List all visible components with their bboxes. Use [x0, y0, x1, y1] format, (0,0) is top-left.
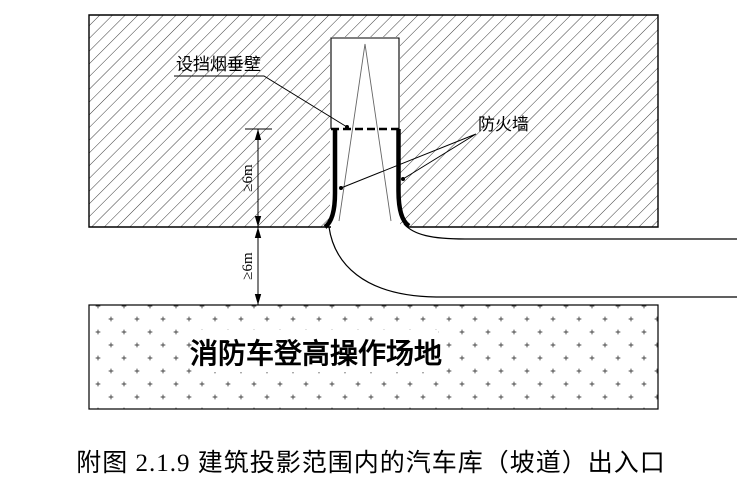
figure-caption: 附图 2.1.9 建筑投影范围内的汽车库（坡道）出入口 [76, 449, 666, 477]
fire-wall-left [323, 129, 338, 229]
fire-wall-leader-dot-right [401, 177, 405, 181]
ramp-shaft-outline [330, 37, 400, 129]
fire-wall-leader-lines [340, 133, 477, 189]
building-outline [88, 14, 659, 228]
dimension-lower-label: ≥6m [240, 252, 256, 280]
site-label: 消防车登高操作场地 [190, 337, 442, 370]
driveway-edge-lower [328, 226, 737, 298]
fire-wall-label: 防火墙 [478, 115, 529, 134]
smoke-curtain-label: 设挡烟垂壁 [176, 55, 261, 74]
ramp-opening [330, 37, 400, 227]
fire-wall-leader-dot-left [339, 186, 343, 190]
dimension-upper-label: ≥6m [240, 164, 256, 192]
fire-wall-right [396, 129, 411, 228]
smoke-curtain-leader-dot [345, 125, 349, 129]
site-label-backdrop [194, 330, 438, 372]
ramp-slope-lines [338, 43, 392, 222]
driveway-edge-upper [403, 223, 737, 240]
smoke-curtain-leader-line [174, 75, 348, 128]
dimension-arrows [254, 129, 262, 305]
